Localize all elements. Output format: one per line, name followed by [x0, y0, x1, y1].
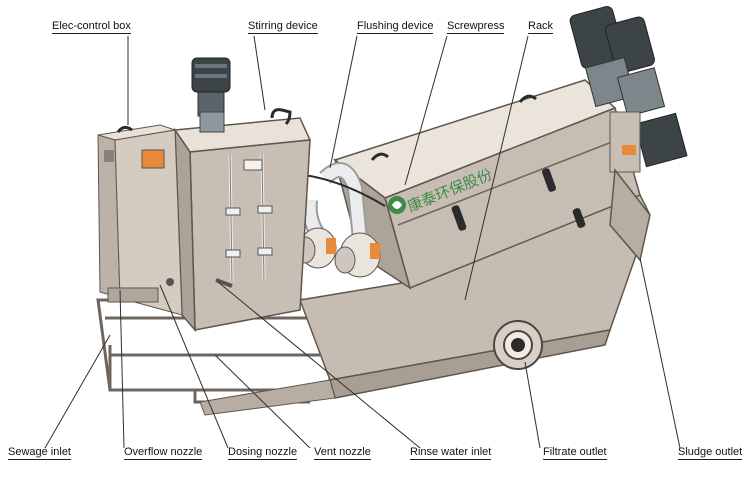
- label-vent-nozzle: Vent nozzle: [314, 446, 371, 460]
- label-rinse-water-inlet: Rinse water inlet: [410, 446, 492, 460]
- label-filtrate-outlet: Filtrate outlet: [543, 446, 607, 460]
- leader-lines: [44, 35, 681, 449]
- stirring-tank: [173, 108, 312, 333]
- flushing-pipes: [254, 162, 386, 278]
- stirring-motor: [191, 57, 231, 133]
- label-rack: Rack: [528, 20, 554, 34]
- label-overflow-nozzle: Overflow nozzle: [124, 446, 203, 460]
- elec-control-box: [97, 124, 183, 316]
- label-sludge-outlet: Sludge outlet: [678, 446, 743, 460]
- label-stirring-device: Stirring device: [248, 20, 318, 34]
- label-screwpress: Screwpress: [447, 20, 505, 34]
- label-dosing-nozzle: Dosing nozzle: [228, 446, 298, 460]
- label-elec-control-box: Elec-control box: [52, 20, 131, 34]
- label-flushing-device: Flushing device: [357, 20, 434, 34]
- drive-motors: [569, 6, 688, 173]
- label-sewage-inlet: Sewage inlet: [8, 446, 71, 460]
- filtrate-flange: [493, 320, 543, 370]
